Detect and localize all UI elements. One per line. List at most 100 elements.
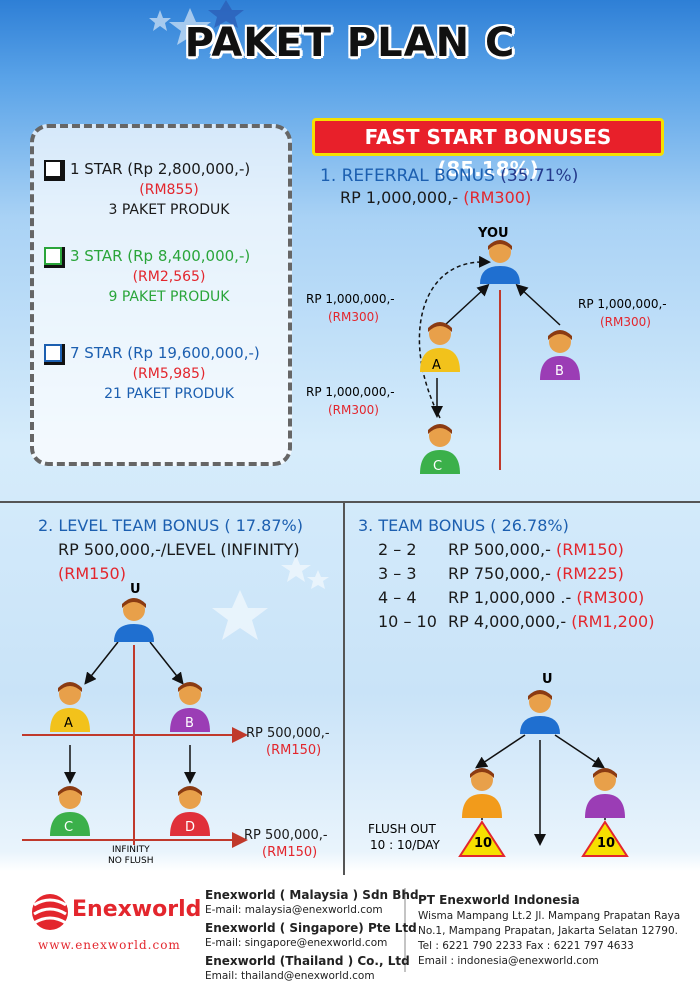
- packages-box: [30, 124, 292, 466]
- indonesia-company: PT Enexworld Indonesia: [418, 893, 580, 907]
- row-rm: (RM150): [555, 540, 624, 559]
- referral-amount: RP 1,000,000,-: [340, 188, 459, 207]
- pair-ratio: 3 – 3: [378, 564, 417, 583]
- infinity-note: INFINITY: [112, 845, 150, 855]
- package-label: 1 STAR (Rp 2,800,000,-): [70, 160, 251, 178]
- referral-amount-line: RP 1,000,000,- (RM300): [340, 188, 531, 207]
- warning-triangle-right-icon: [581, 820, 629, 857]
- node-b-label: B: [555, 364, 564, 379]
- node-c-label: C: [433, 459, 443, 474]
- team-bonus-table: 2 – 2 RP 500,000,- (RM150) 3 – 3 RP 750,…: [378, 540, 688, 636]
- row-rm: (RM300): [576, 588, 645, 607]
- checkbox-icon: [44, 160, 65, 181]
- person-you-icon: [480, 240, 520, 284]
- arrow-b-to-you: [515, 283, 561, 326]
- right-referral-rm: (RM300): [600, 315, 651, 329]
- referral-title-text: 1. REFERRAL BONUS: [320, 166, 495, 186]
- section-divider-horizontal: [0, 501, 700, 503]
- singapore-email[interactable]: E-mail: singapore@enexworld.com: [205, 937, 388, 949]
- noflush-note: NO FLUSH: [108, 856, 154, 866]
- right-referral-amount: RP 1,000,000,-: [578, 297, 667, 311]
- person-c-icon: [420, 424, 460, 474]
- you-label: YOU: [478, 226, 509, 241]
- level-node-b: B: [185, 716, 194, 731]
- person-u-icon: [520, 690, 560, 734]
- row-amount: RP 4,000,000,-: [448, 612, 567, 631]
- row-amount: RP 750,000,-: [448, 564, 551, 583]
- package-products: 3 PAKET PRODUK: [108, 202, 230, 218]
- pair-ratio: 4 – 4: [378, 588, 417, 607]
- person-b-icon: [540, 330, 580, 380]
- star-decor-3: [212, 590, 268, 640]
- star-decor-6: [208, 0, 244, 28]
- package-rm: (RM855): [139, 182, 199, 198]
- level-team-rm: (RM150): [58, 564, 126, 583]
- team-u-label: U: [542, 672, 553, 687]
- level-node-d: D: [185, 820, 196, 835]
- star-decor-1: [169, 8, 211, 45]
- page-title: PAKET PLAN C: [184, 20, 516, 66]
- package-label: 7 STAR (Rp 19,600,000,-): [70, 344, 260, 362]
- person-right-icon: [585, 768, 625, 818]
- footer: [0, 878, 700, 990]
- package-1-star: 1 STAR (Rp 2,800,000,-) (RM855) 3 PAKET …: [44, 160, 294, 218]
- star-decor-2: [149, 10, 171, 31]
- thailand-company: Enexworld (Thailand ) Co., Ltd: [205, 954, 410, 968]
- person-c-icon: [50, 786, 90, 836]
- enexworld-logo-icon: [32, 894, 68, 930]
- right-badge: 10: [597, 836, 616, 851]
- team-bonus-row: 3 – 3 RP 750,000,- (RM225): [378, 564, 688, 588]
- malaysia-email[interactable]: E-mail: malaysia@enexworld.com: [205, 904, 383, 916]
- star-decor-4: [281, 555, 311, 582]
- person-u-icon: [114, 598, 154, 642]
- package-7-star: 7 STAR (Rp 19,600,000,-) (RM5,985) 21 PA…: [44, 344, 294, 402]
- thailand-email[interactable]: Email: thailand@enexworld.com: [205, 970, 375, 982]
- node-a-label: A: [432, 358, 441, 373]
- row-amount: RP 1,000,000 .-: [448, 588, 572, 607]
- indonesia-address-1: Wisma Mampang Lt.2 Jl. Mampang Prapatan …: [418, 910, 681, 922]
- left-referral-amount: RP 1,000,000,-: [306, 292, 395, 306]
- package-rm: (RM5,985): [132, 366, 206, 382]
- row-rm: (RM225): [555, 564, 624, 583]
- section-divider-vertical: [343, 503, 345, 875]
- flush-rate: 10 : 10/DAY: [370, 838, 440, 852]
- lower-referral-rm: (RM300): [328, 403, 379, 417]
- arrow-c-to-you: [418, 255, 491, 419]
- level1-amount: RP 500,000,-: [246, 726, 330, 741]
- team-bonus-row: 10 – 10 RP 4,000,000,- (RM1,200): [378, 612, 688, 636]
- level-team-title: 2. LEVEL TEAM BONUS ( 17.87%): [38, 516, 303, 535]
- level2-rm: (RM150): [262, 845, 318, 860]
- person-left-icon: [462, 768, 502, 818]
- star-decor-5: [307, 570, 329, 589]
- level2-amount: RP 500,000,-: [244, 828, 328, 843]
- malaysia-company: Enexworld ( Malaysia ) Sdn Bhd: [205, 888, 419, 902]
- level-node-a: A: [64, 716, 73, 731]
- team-bonus-title: 3. TEAM BONUS ( 26.78%): [358, 516, 569, 535]
- level-u-label: U: [130, 582, 141, 597]
- referral-pct: (35.71%): [500, 166, 579, 186]
- singapore-company: Enexworld ( Singapore) Pte Ltd: [205, 921, 417, 935]
- pair-ratio: 2 – 2: [378, 540, 417, 559]
- website-link[interactable]: www.enexworld.com: [38, 938, 181, 952]
- package-rm: (RM2,565): [132, 269, 206, 285]
- team-bonus-row: 2 – 2 RP 500,000,- (RM150): [378, 540, 688, 564]
- row-amount: RP 500,000,-: [448, 540, 551, 559]
- team-bonus-row: 4 – 4 RP 1,000,000 .- (RM300): [378, 588, 688, 612]
- person-d-icon: [170, 786, 210, 836]
- indonesia-email[interactable]: Email : indonesia@enexworld.com: [418, 955, 599, 967]
- person-a-icon: [420, 322, 460, 372]
- package-products: 21 PAKET PRODUK: [104, 386, 234, 402]
- checkbox-icon: [44, 344, 65, 365]
- level-team-amount: RP 500,000,-/LEVEL (INFINITY): [58, 540, 300, 559]
- checkbox-icon: [44, 247, 65, 268]
- level1-rm: (RM150): [266, 743, 322, 758]
- flush-out-label: FLUSH OUT: [368, 822, 436, 836]
- referral-rm: (RM300): [463, 188, 532, 207]
